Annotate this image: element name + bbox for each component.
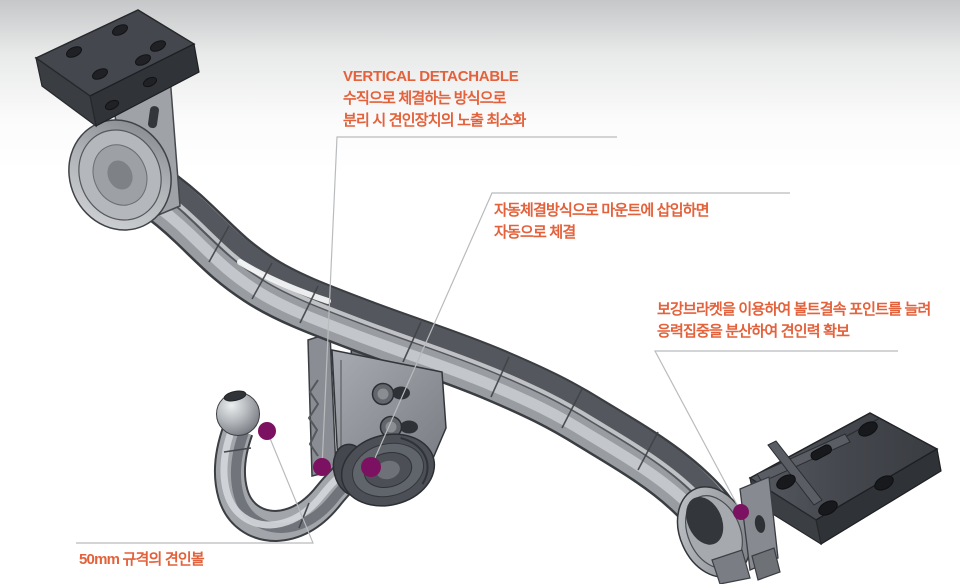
left-end-flange-disk: [68, 119, 172, 231]
annotation-line: 자동체결방식으로 마운트에 삽입하면: [494, 202, 710, 219]
right-mounting-bracket: [676, 412, 942, 584]
marker-bracket-point: [733, 504, 749, 520]
tube-seam-lines: [208, 225, 659, 471]
callout-leader-lines: [76, 136, 898, 544]
annotation-title: VERTICAL DETACHABLE: [343, 68, 519, 85]
annotation-vertical-detachable: VERTICAL DETACHABLE 수직으로 체결하는 방식으로 분리 시 …: [343, 66, 526, 132]
marker-vertical-mount: [313, 458, 331, 476]
receiver-bolts: [371, 382, 418, 439]
annotation-reinforced-bracket: 보강브라켓을 이용하여 볼트결속 포인트를 늘려 응력집중을 분산하여 견인력 …: [657, 299, 931, 343]
callout-markers: [258, 422, 749, 520]
right-bracket-bolt-holes: [776, 421, 894, 516]
left-mounting-bracket: [34, 9, 200, 231]
annotation-line: 보강브라켓을 이용하여 볼트결속 포인트를 늘려: [657, 301, 931, 318]
leader-reinforced-bracket: [653, 350, 898, 513]
leader-tow-ball: [76, 430, 314, 544]
marker-tow-ball: [258, 422, 276, 440]
leader-vertical-detachable: [321, 136, 617, 468]
tow-ball: [216, 390, 260, 436]
coupler-clamp-wheel: [332, 433, 436, 507]
leader-auto-coupling: [370, 192, 790, 468]
right-bracket-brace: [767, 440, 823, 506]
annotation-line: 응력집중을 분산하여 견인력 확보: [657, 323, 850, 340]
marker-auto-lock: [361, 457, 381, 477]
left-bracket-bolt-holes: [66, 24, 166, 111]
annotation-auto-coupling: 자동체결방식으로 마운트에 삽입하면 자동으로 체결: [494, 200, 710, 244]
main-crossbar-tube: [93, 138, 733, 530]
annotation-line: 자동으로 체결: [494, 224, 576, 241]
annotation-line: 50mm 규격의 견인볼: [79, 551, 205, 568]
annotation-line: 수직으로 체결하는 방식으로: [343, 90, 507, 107]
annotation-line: 분리 시 견인장치의 노출 최소화: [343, 112, 526, 129]
tow-ball-arm: [213, 424, 367, 543]
annotation-tow-ball: 50mm 규격의 견인볼: [79, 549, 205, 571]
